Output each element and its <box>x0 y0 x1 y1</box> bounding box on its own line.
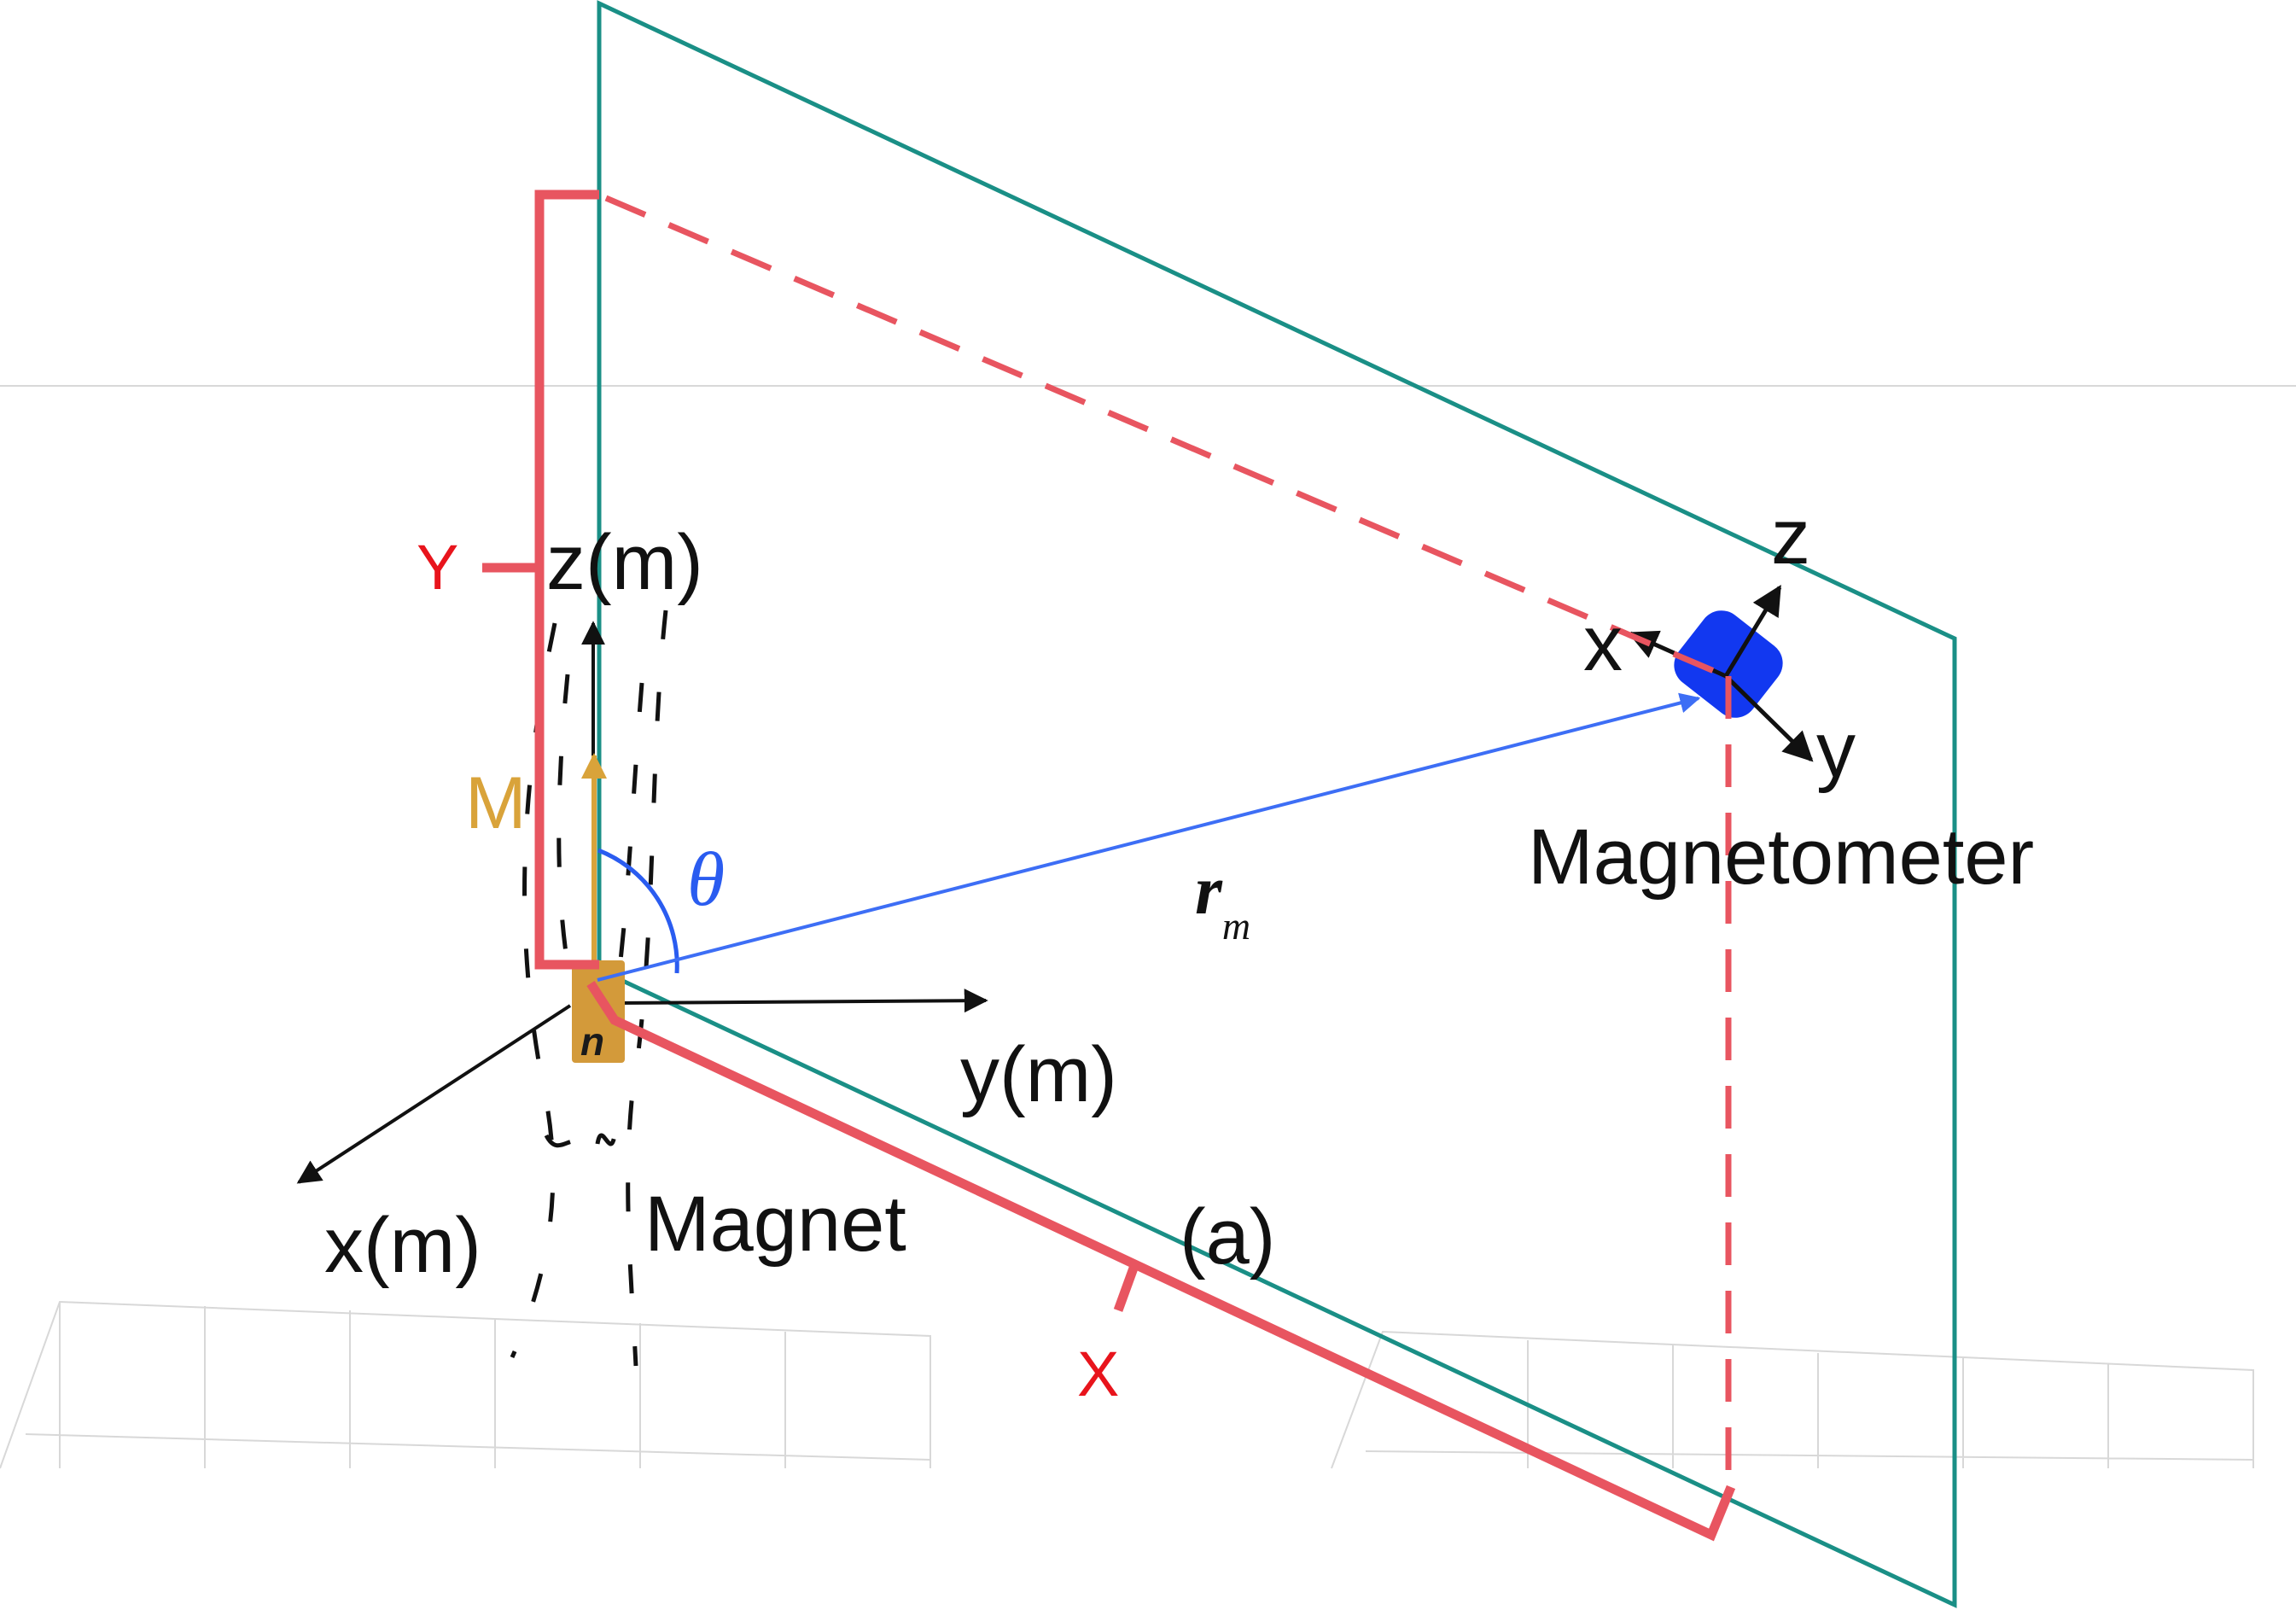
theta-arc <box>597 848 679 974</box>
sensor-z-axis <box>1723 585 1782 678</box>
svg-text:n: n <box>580 1019 604 1064</box>
field-line-right-outer <box>626 610 668 1367</box>
field-line-bottom-b <box>595 1133 617 1146</box>
sensor-y-label: y <box>1816 707 1856 794</box>
magnet-icon: n <box>572 960 625 1064</box>
sensor-chip-icon <box>1674 610 1783 718</box>
faint-grid-right <box>1331 1330 2254 1469</box>
field-line-right-inner <box>612 682 644 1008</box>
y-axis-line <box>614 989 988 1013</box>
moment-label: M <box>465 762 527 844</box>
sensor-x-label: x <box>1583 600 1623 687</box>
theta-label: θ <box>687 837 725 922</box>
overlay-y-label: Y <box>417 532 458 603</box>
sensor-y-axis <box>1724 674 1814 762</box>
panel-label: (a) <box>1180 1193 1275 1280</box>
x-axis-line <box>296 1004 572 1184</box>
x-bracket-tick <box>1113 1262 1140 1312</box>
field-lines <box>510 610 668 1367</box>
faint-grid-left <box>0 1300 931 1469</box>
magnetometer-label: Magnetometer <box>1528 814 2034 901</box>
y-axis-label: y(m) <box>960 1031 1117 1118</box>
overlay-annotations <box>482 190 1736 1542</box>
r-label-main: r <box>1195 851 1223 929</box>
x-bracket <box>586 980 1736 1542</box>
overlay-x-label: X <box>1077 1339 1119 1409</box>
z-axis-label: z(m) <box>546 519 703 606</box>
field-line-bottom-a <box>544 1134 591 1150</box>
y-bracket <box>534 190 599 970</box>
magnet-label: Magnet <box>644 1181 906 1268</box>
sensor-z-label: z <box>1771 493 1810 580</box>
field-line-left-outer <box>510 622 557 1359</box>
x-axis-label: x(m) <box>324 1202 481 1289</box>
background-guides <box>0 385 2296 1469</box>
plane-outline <box>597 0 1957 1608</box>
magnet-axes <box>296 621 988 1184</box>
field-line-left-inner <box>557 674 579 1008</box>
r-vector-arrow <box>597 692 1701 982</box>
magnetometer <box>1627 585 1814 762</box>
r-label: rm <box>1195 851 1250 948</box>
r-label-subscript: m <box>1222 904 1250 948</box>
